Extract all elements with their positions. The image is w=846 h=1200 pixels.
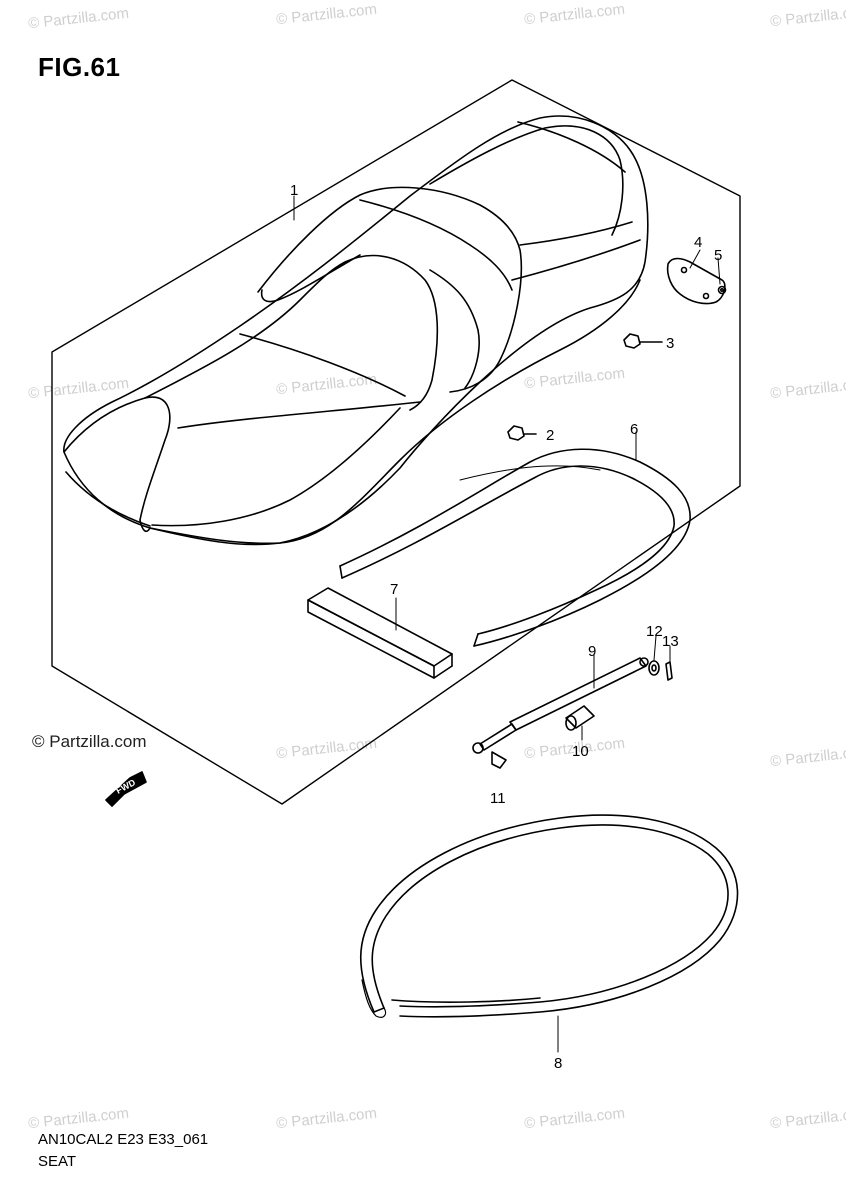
assembly-boundary <box>51 79 741 805</box>
clip-icon <box>623 333 663 349</box>
callout-7: 7 <box>390 581 398 598</box>
trim-strip-icon <box>339 431 691 647</box>
washer-icon <box>648 635 660 676</box>
seal-ring-icon <box>359 814 739 1053</box>
callout-11: 11 <box>490 790 506 807</box>
callout-4: 4 <box>694 234 702 251</box>
gas-strut-icon <box>472 653 649 769</box>
brand-label: © Partzilla.com <box>32 732 147 751</box>
callout-2: 2 <box>546 427 554 444</box>
callout-3: 3 <box>666 335 674 352</box>
pin-icon <box>665 645 673 681</box>
callout-12: 12 <box>646 623 663 640</box>
callout-13: 13 <box>662 633 679 650</box>
bracket-icon <box>666 249 727 305</box>
foam-pad-icon <box>307 587 453 679</box>
figure-title: FIG.61 <box>38 52 121 82</box>
callout-5: 5 <box>714 247 722 264</box>
callout-1: 1 <box>290 182 298 199</box>
figure-code: AN10CAL2 E23 E33_061 <box>38 1131 209 1148</box>
callout-9: 9 <box>588 643 596 660</box>
seat-icon <box>63 115 649 546</box>
fwd-arrow-icon: FWD <box>105 771 147 807</box>
callout-8: 8 <box>554 1055 562 1072</box>
callout-10: 10 <box>572 743 589 760</box>
damper-icon <box>565 705 595 741</box>
figure-name: SEAT <box>38 1153 77 1170</box>
clip-icon <box>507 425 537 441</box>
callout-6: 6 <box>630 421 638 438</box>
